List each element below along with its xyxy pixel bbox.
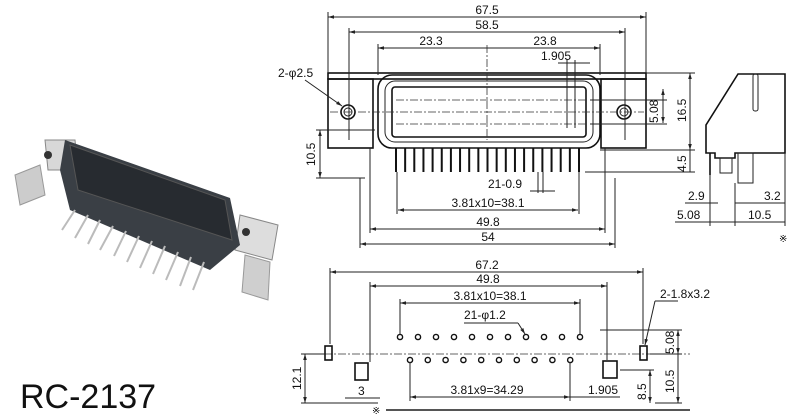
pcb-hole <box>486 333 494 341</box>
pcb-mark: ※ <box>372 406 380 415</box>
dim-top-row-span: 3.81x10=38.1 <box>453 289 526 303</box>
pcb-hole <box>540 333 548 341</box>
dim-row-pitch: 5.08 <box>647 99 661 123</box>
pcb-hole <box>424 356 432 364</box>
photo-pins <box>61 209 205 291</box>
dim-pin-span: 3.81x10=38.1 <box>451 196 524 210</box>
dim-peg-spacing: 49.8 <box>476 272 500 286</box>
pcb-hole <box>566 356 574 364</box>
pcb-hole <box>549 356 556 364</box>
dim-slot-offset: 10.5 <box>663 369 677 393</box>
dim-peg-to-edge: 12.1 <box>290 366 304 390</box>
pcb-hole <box>531 356 538 364</box>
dim-right-half: 23.8 <box>533 34 557 48</box>
dim-hole-spacing: 58.5 <box>475 18 499 32</box>
dim-side-a: 2.9 <box>688 189 705 203</box>
dim-peg-width: 3 <box>358 384 365 398</box>
front-pins <box>395 148 580 172</box>
dim-offset: 1.905 <box>588 383 618 397</box>
dim-inner-width: 49.8 <box>476 215 500 229</box>
front-view: 67.5 58.5 23.3 23.8 1.905 2-φ2.5 10.5 5.… <box>278 3 695 248</box>
dim-overall-width: 67.5 <box>475 3 499 17</box>
pcb-hole <box>513 356 521 364</box>
label-pins: 21-0.9 <box>488 177 522 191</box>
pcb-hole <box>450 333 458 341</box>
dim-flange-height: 10.5 <box>304 142 318 166</box>
pcb-hole <box>406 356 414 364</box>
dim-side-c: 5.08 <box>677 208 701 222</box>
pcb-hole <box>432 333 440 341</box>
pcb-hole <box>477 356 485 364</box>
peg-right <box>602 360 618 379</box>
dim-pin-length: 4.5 <box>675 155 689 172</box>
pcb-hole <box>460 356 467 364</box>
dim-row-pitch-pcb: 5.08 <box>663 330 677 354</box>
model-number: RC-2137 <box>20 378 157 416</box>
pcb-layout-view: 67.2 49.8 3.81x10=38.1 21-φ1.2 2-1.8x3.2… <box>290 258 710 415</box>
slot-right <box>639 345 648 361</box>
dim-body-height: 16.5 <box>675 98 689 122</box>
product-photo <box>14 139 279 301</box>
dim-bottom-row-span: 3.81x9=34.29 <box>450 383 523 397</box>
slot-left <box>324 345 333 361</box>
dim-left-half: 23.3 <box>419 34 443 48</box>
pcb-hole <box>504 333 512 341</box>
dim-pcb-width: 67.2 <box>475 258 499 272</box>
dim-pin-offset: 1.905 <box>541 49 571 63</box>
pcb-hole <box>495 356 503 364</box>
pcb-hole <box>522 333 530 341</box>
side-view: 2.9 3.2 5.08 10.5 ※ <box>675 73 787 245</box>
label-slots: 2-1.8x3.2 <box>660 287 710 301</box>
pcb-hole <box>396 333 404 341</box>
label-pcb-holes: 21-φ1.2 <box>464 308 506 322</box>
pcb-hole <box>468 333 476 341</box>
pcb-hole <box>442 356 449 364</box>
pcb-hole <box>558 333 566 341</box>
pcb-holes <box>396 333 584 364</box>
label-mount-holes: 2-φ2.5 <box>278 66 313 80</box>
side-mark: ※ <box>779 234 787 245</box>
dim-side-d: 10.5 <box>748 208 772 222</box>
pcb-hole <box>576 333 584 341</box>
dim-peg-offset: 8.5 <box>635 383 649 400</box>
dim-side-b: 3.2 <box>764 189 781 203</box>
dim-outer-width: 54 <box>481 230 495 244</box>
pcb-hole <box>414 333 422 341</box>
peg-left <box>354 362 369 381</box>
